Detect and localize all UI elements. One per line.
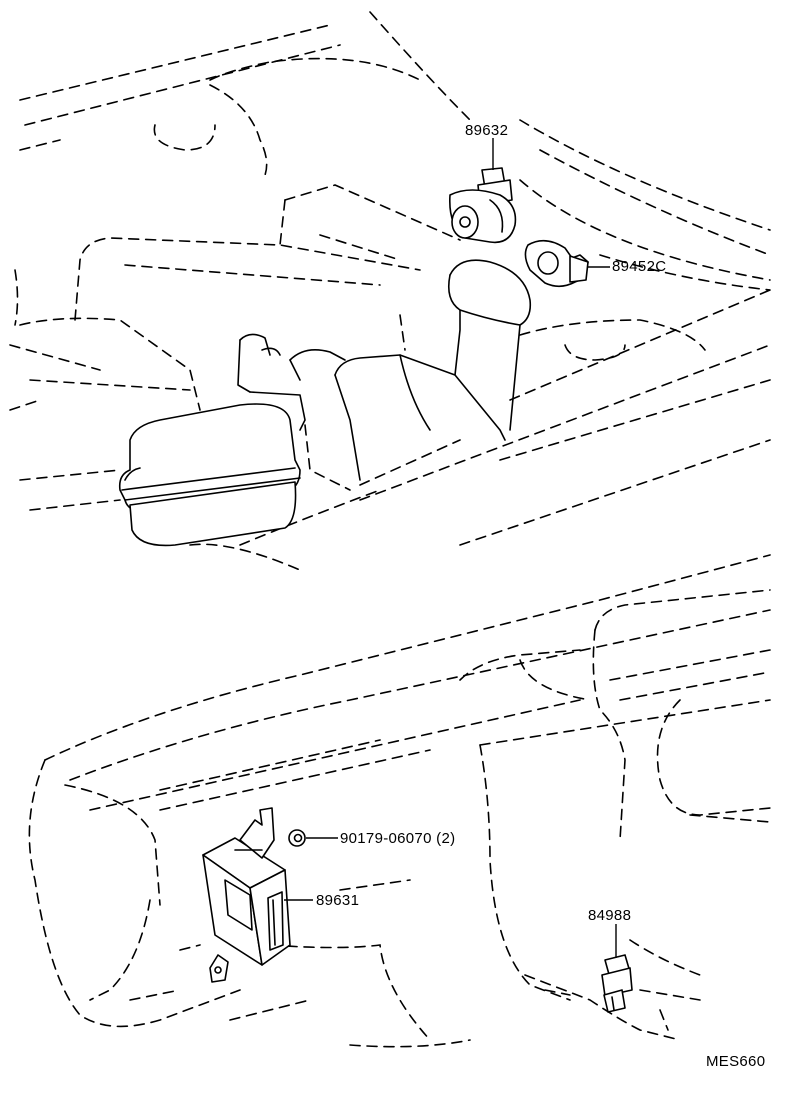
nut-90179 [288,829,306,847]
throttle-sensor-89452c [524,239,589,288]
air-intake-duct [237,259,532,491]
switch-84988 [601,954,633,1013]
dashboard-outline [28,554,771,1048]
label-89632: 89632 [465,122,509,139]
figure-code: MES660 [706,1053,766,1070]
ecu-89631 [202,807,291,983]
airflow-meter-89632 [448,167,517,244]
label-89452c: 89452C [612,258,667,275]
label-84988: 84988 [588,907,632,924]
leader-lines [284,138,617,958]
label-89631: 89631 [316,892,360,909]
air-cleaner-box [118,403,301,547]
label-90179-06070: 90179-06070 (2) [340,830,456,847]
engine-compartment-outline [9,11,771,571]
